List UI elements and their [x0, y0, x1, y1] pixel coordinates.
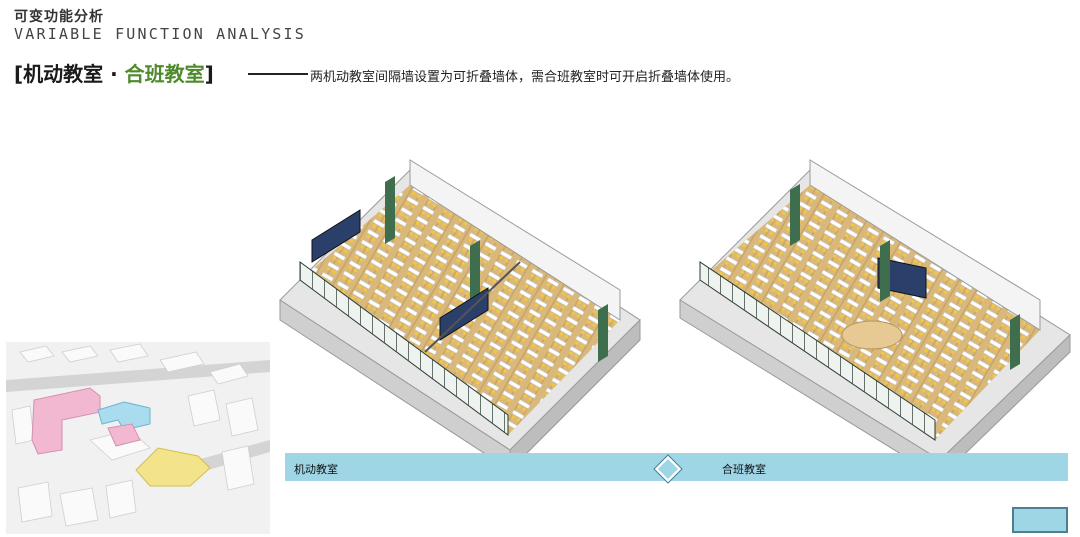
heading-connector-line: [248, 73, 308, 75]
heading-open-bracket: [: [14, 62, 24, 86]
right-green-panel-1: [790, 184, 800, 246]
site-pink-block: [31, 387, 101, 455]
building-mobile-classrooms: [279, 159, 641, 472]
site-road: [6, 360, 270, 392]
section-title-cn: 可变功能分析: [14, 9, 104, 25]
folding-partition-wall: [424, 261, 521, 353]
right-green-panel-2: [880, 240, 890, 302]
left-green-panel-1: [385, 176, 395, 244]
heading-part-2: 合班教室: [124, 62, 205, 86]
left-green-panel-3: [598, 304, 608, 362]
heading-description: 两机动教室间隔墙设置为可折叠墙体，需合班教室时可开启折叠墙体使用。: [310, 70, 740, 85]
heading-separator: ·: [103, 62, 125, 86]
band-label-mobile-classroom: 机动教室: [294, 463, 338, 476]
heading: [机动教室 · 合班教室]: [14, 58, 214, 87]
left-green-panel-2: [470, 240, 480, 302]
heading-part-1: 机动教室: [23, 62, 104, 86]
right-glass-facade: [699, 261, 936, 441]
site-yellow-block: [135, 447, 211, 487]
section-title-en: VARIABLE FUNCTION ANALYSIS: [14, 25, 306, 43]
corner-legend-box: [1012, 507, 1068, 533]
right-green-panel-3: [1010, 314, 1020, 370]
podium-circle: [841, 320, 903, 350]
site-plan: [6, 342, 270, 534]
left-back-wall: [409, 159, 621, 321]
heading-close-bracket: ]: [204, 62, 214, 86]
left-screen-1: [311, 209, 361, 263]
right-back-wall: [809, 159, 1041, 331]
site-blue-block: [97, 401, 151, 431]
left-glass-facade: [299, 261, 509, 436]
band-diamond-icon: [653, 454, 683, 484]
site-pink-small: [107, 423, 141, 447]
building-combined-classroom: [679, 159, 1071, 480]
band-label-combined-classroom: 合班教室: [722, 463, 766, 476]
right-desk-rows: [700, 185, 1040, 440]
